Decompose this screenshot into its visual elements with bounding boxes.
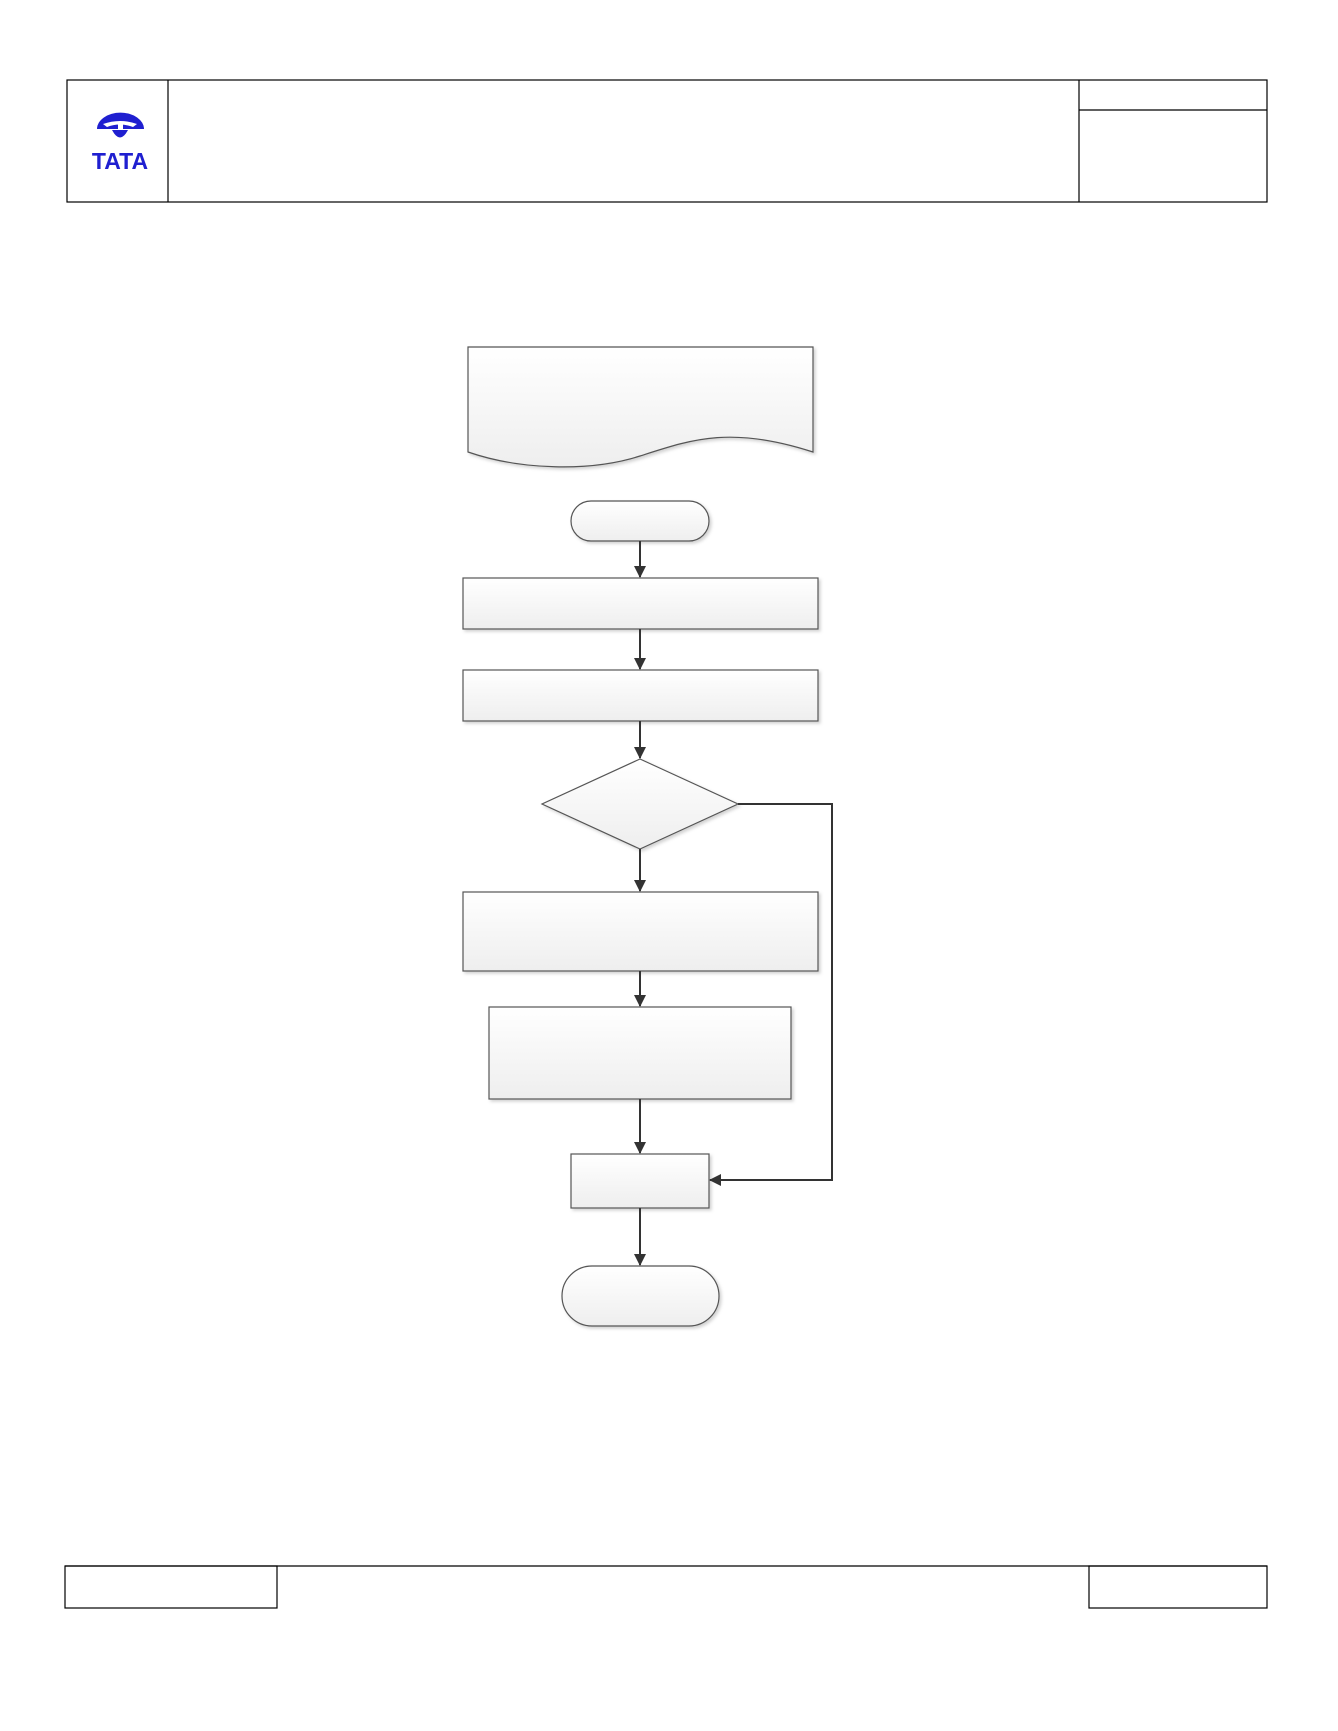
decision-diamond [540,758,740,850]
process-step-4 [488,1006,792,1100]
tata-logo-icon: TATA [92,112,148,174]
header-border [66,79,1268,203]
arrow-decision-bypass-to-step5 [709,803,833,1186]
footer-right-cell [1088,1565,1268,1609]
process-step-2 [462,669,819,722]
process-step-3 [462,891,819,972]
process-step-1 [462,577,819,630]
connectors [634,541,833,1266]
header-table: TATA [66,79,1268,203]
end-terminator [561,1265,720,1327]
footer-table [64,1565,1268,1609]
footer-left-cell [64,1565,278,1609]
start-terminator [570,500,710,542]
flowchart [462,346,819,1327]
logo-text: TATA [92,148,148,174]
process-step-5 [570,1153,710,1209]
document-shape [467,346,814,468]
